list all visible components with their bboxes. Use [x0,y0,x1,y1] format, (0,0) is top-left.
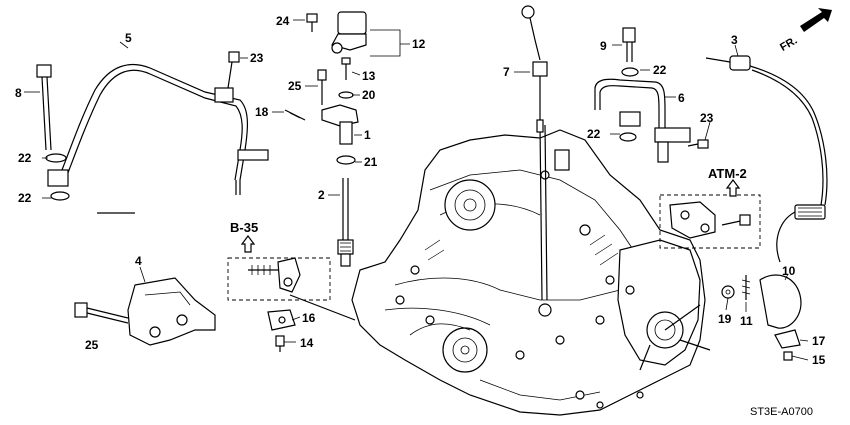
callout-15: 15 [812,353,826,367]
callout-21: 21 [364,155,378,169]
callout-22b: 22 [18,191,32,205]
callout-2: 2 [318,188,325,202]
callout-17: 17 [812,334,826,348]
callout-7: 7 [503,65,510,79]
dipstick [521,5,548,133]
callout-20: 20 [362,88,376,102]
callout-13: 13 [362,69,376,83]
callout-3: 3 [731,33,738,47]
callout-5: 5 [125,31,132,45]
atf-pipe-left [36,51,269,214]
transmission-housing [351,124,711,416]
callout-22a: 22 [18,151,32,165]
shift-cable [705,55,828,263]
callout-8: 8 [15,86,22,100]
callout-11: 11 [740,314,753,328]
callout-22c: 22 [653,63,667,77]
callout-6: 6 [678,91,685,105]
callout-12: 12 [412,37,426,51]
front-arrow-label: FR. [778,35,799,54]
drawing-code: ST3E-A0700 [750,406,813,418]
callout-9: 9 [600,39,607,53]
callout-1: 1 [364,128,371,142]
lock-plate [267,309,296,352]
atm-inset [659,194,761,249]
right-small-parts [721,274,802,361]
callout-14: 14 [300,336,314,350]
speed-sensor-assembly [284,11,367,165]
atf-pipe-right [594,27,709,163]
callout-25b: 25 [85,338,99,352]
callout-24: 24 [276,14,290,28]
callout-19: 19 [718,312,732,326]
driven-gear-shaft [337,178,354,267]
ref-arrows [240,179,741,253]
callout-23b: 23 [700,111,714,125]
callout-numbers: 5 8 22 22 23 24 12 25 13 20 18 1 21 2 7 … [15,14,826,367]
callout-10: 10 [782,264,796,278]
callout-16: 16 [302,311,316,325]
ref-b-35: B-35 [230,220,258,235]
housing-bolts [395,170,644,409]
callout-4: 4 [135,254,142,268]
mount-bracket [74,277,216,346]
front-arrow-icon: FR. [778,8,832,54]
ref-atm-2: ATM-2 [708,166,747,181]
leader-lines [24,19,809,361]
b35-inset [227,257,356,321]
callout-22d: 22 [587,127,601,141]
callout-18: 18 [255,105,269,119]
callout-25a: 25 [288,79,302,93]
callout-23a: 23 [250,51,264,65]
